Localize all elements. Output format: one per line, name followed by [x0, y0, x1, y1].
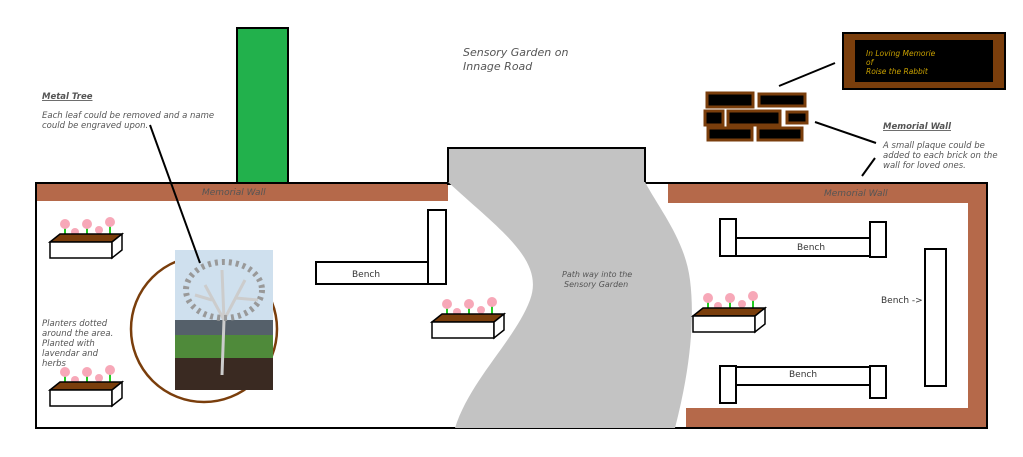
memorial-wall-text: added to each brick on the — [883, 151, 998, 161]
planter — [49, 364, 123, 407]
metal-tree-heading: Metal Tree — [42, 92, 93, 102]
bench-label: Bench — [797, 243, 825, 253]
bench-vertical — [924, 248, 947, 387]
svg-text:of: of — [866, 58, 875, 67]
memorial-wall-right — [668, 184, 986, 203]
svg-text:around the area.: around the area. — [42, 329, 113, 339]
svg-text:lavendar and: lavendar and — [42, 349, 99, 359]
bench-label: Bench — [352, 270, 380, 280]
pointer-line — [814, 121, 877, 144]
pointer-line — [861, 157, 876, 177]
path-way — [448, 182, 692, 428]
planter — [692, 290, 766, 333]
green-strip — [236, 27, 289, 185]
svg-text:In Loving Memorie: In Loving Memorie — [866, 49, 936, 58]
wall-label: Memorial Wall — [202, 188, 266, 198]
memorial-wall-text: A small plaque could be — [882, 141, 985, 151]
svg-text:Roise the Rabbit: Roise the Rabbit — [866, 67, 929, 76]
metal-tree-text: Each leaf could be removed and a name — [42, 111, 214, 121]
metal-tree-photo — [175, 250, 273, 390]
page-title: Sensory Garden on — [463, 46, 568, 59]
bottom-wall — [686, 408, 968, 427]
svg-text:Planters dotted: Planters dotted — [42, 319, 108, 329]
pointer-line — [149, 124, 201, 264]
memorial-wall-left — [37, 184, 448, 201]
brick-wall-icon — [703, 91, 809, 142]
wall-label: Memorial Wall — [824, 189, 888, 199]
bench-l — [315, 209, 447, 285]
bench-bottom-right — [719, 365, 887, 404]
planter — [49, 216, 123, 259]
memorial-wall-heading: Memorial Wall — [883, 122, 952, 132]
path-label: Sensory Garden — [564, 280, 628, 289]
plaque-text: In Loving Memorie of Roise the Rabbit — [866, 49, 936, 76]
side-wall — [968, 184, 986, 427]
path-entrance — [447, 147, 646, 185]
memorial-wall-text: wall for loved ones. — [883, 161, 966, 171]
bench-label: Bench -> — [881, 296, 923, 306]
planters-note: Planters dotted around the area. Planted… — [42, 319, 113, 369]
svg-text:herbs: herbs — [42, 359, 67, 369]
path-label: Path way into the — [562, 270, 632, 279]
svg-text:Planted with: Planted with — [42, 339, 95, 349]
bench-top-right — [719, 218, 887, 258]
page-title: Innage Road — [463, 60, 533, 73]
pointer-line — [778, 62, 836, 87]
bench-label: Bench — [789, 370, 817, 380]
planter — [431, 296, 505, 339]
metal-tree-text: could be engraved upon. — [42, 121, 148, 131]
